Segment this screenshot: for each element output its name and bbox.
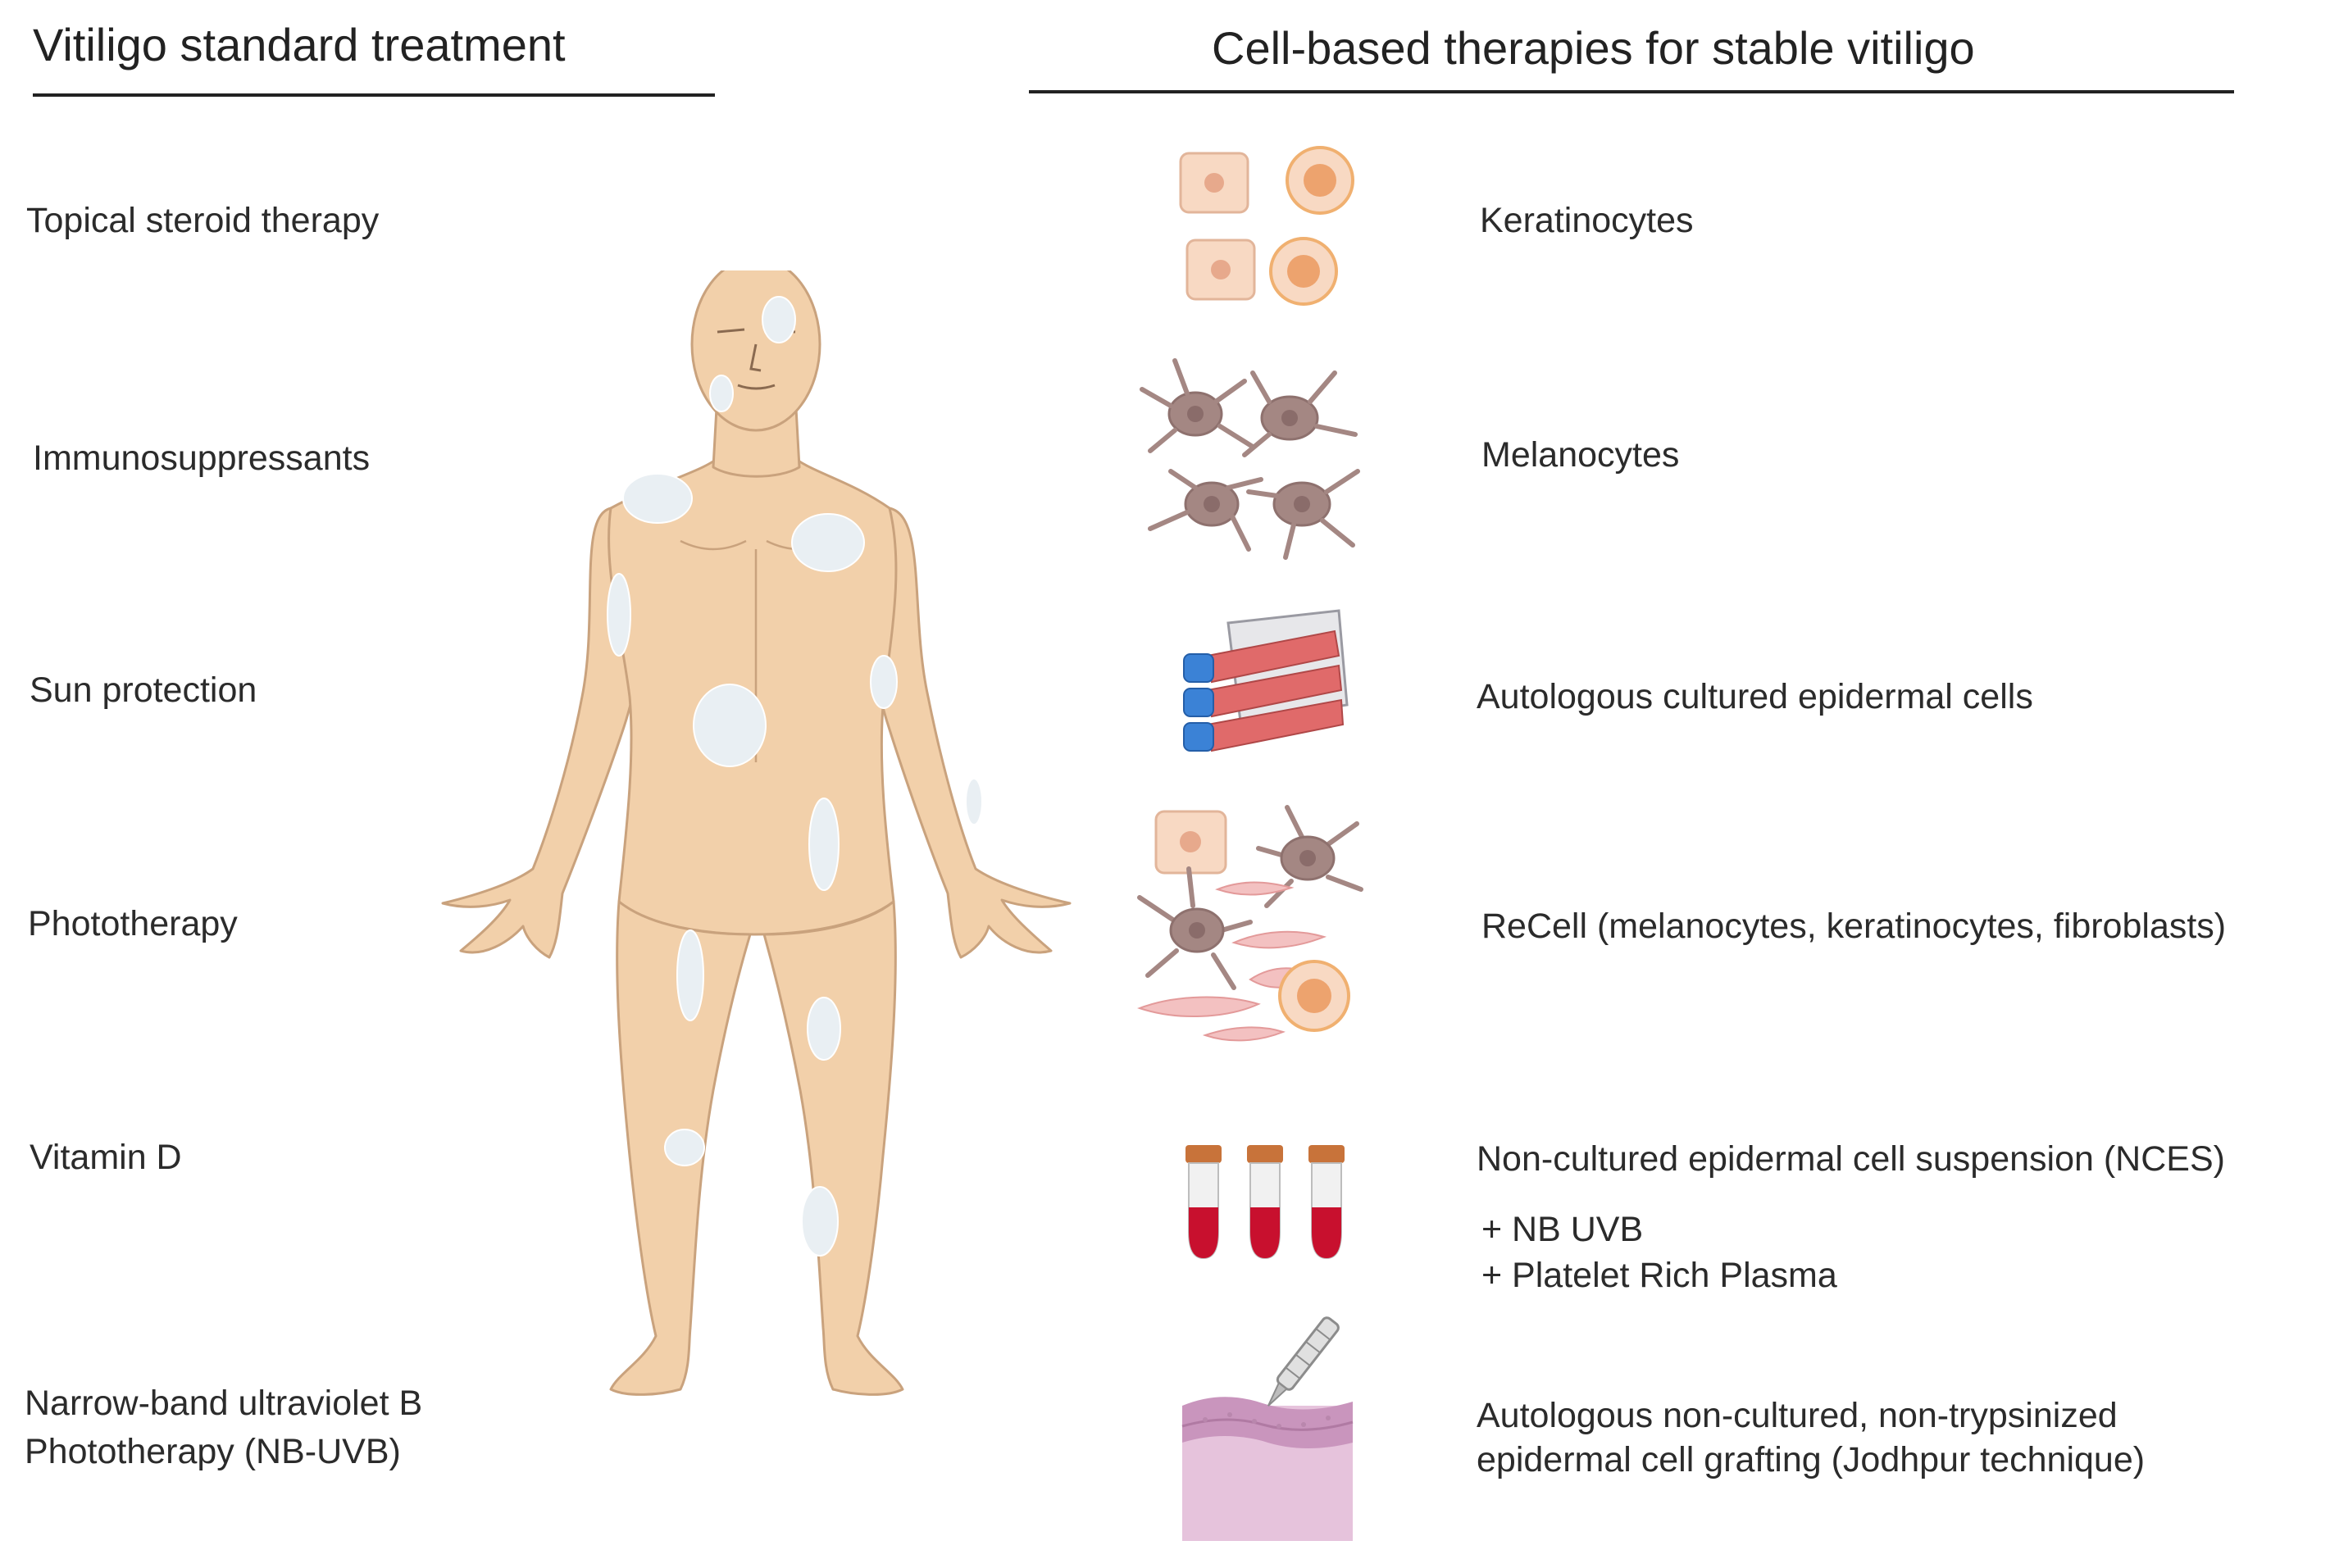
label-nces-nb-uvb: + NB UVB	[1481, 1210, 1644, 1249]
label-vitamin-d: Vitamin D	[30, 1138, 182, 1177]
label-nb-uvb-line2: Phototherapy (NB-UVB)	[25, 1432, 401, 1471]
right-heading: Cell-based therapies for stable vitiligo	[1212, 22, 1975, 74]
melanocytes-icon	[1140, 358, 1360, 560]
label-keratinocytes: Keratinocytes	[1480, 201, 1694, 240]
label-jodhpur-line1: Autologous non-cultured, non-trypsinized	[1477, 1396, 2118, 1435]
label-nces: Non-cultured epidermal cell suspension (…	[1477, 1139, 2225, 1179]
label-recell: ReCell (melanocytes, keratinocytes, fibr…	[1481, 907, 2227, 946]
keratinocytes-icon	[1179, 146, 1354, 306]
skin-graft-icon	[1181, 1316, 1354, 1541]
left-heading-rule	[33, 93, 715, 97]
label-jodhpur-line2: epidermal cell grafting (Jodhpur techniq…	[1477, 1440, 2146, 1479]
label-autologous-cultured: Autologous cultured epidermal cells	[1477, 677, 2033, 716]
label-phototherapy: Phototherapy	[28, 904, 238, 943]
cultured-cell-flasks-icon	[1183, 609, 1349, 752]
blood-tubes-icon	[1185, 1145, 1345, 1260]
label-melanocytes: Melanocytes	[1481, 435, 1680, 475]
left-heading: Vitiligo standard treatment	[33, 19, 566, 70]
human-body-illustration	[441, 270, 1072, 1396]
right-heading-rule	[1029, 90, 2234, 93]
label-nb-uvb-line1: Narrow-band ultraviolet B	[25, 1384, 423, 1423]
label-sun-protection: Sun protection	[30, 670, 257, 710]
label-topical-steroid-therapy: Topical steroid therapy	[26, 201, 380, 240]
recell-mixed-cells-icon	[1137, 805, 1363, 1042]
label-nces-prp: + Platelet Rich Plasma	[1481, 1256, 1837, 1295]
label-immunosuppressants: Immunosuppressants	[33, 439, 371, 478]
